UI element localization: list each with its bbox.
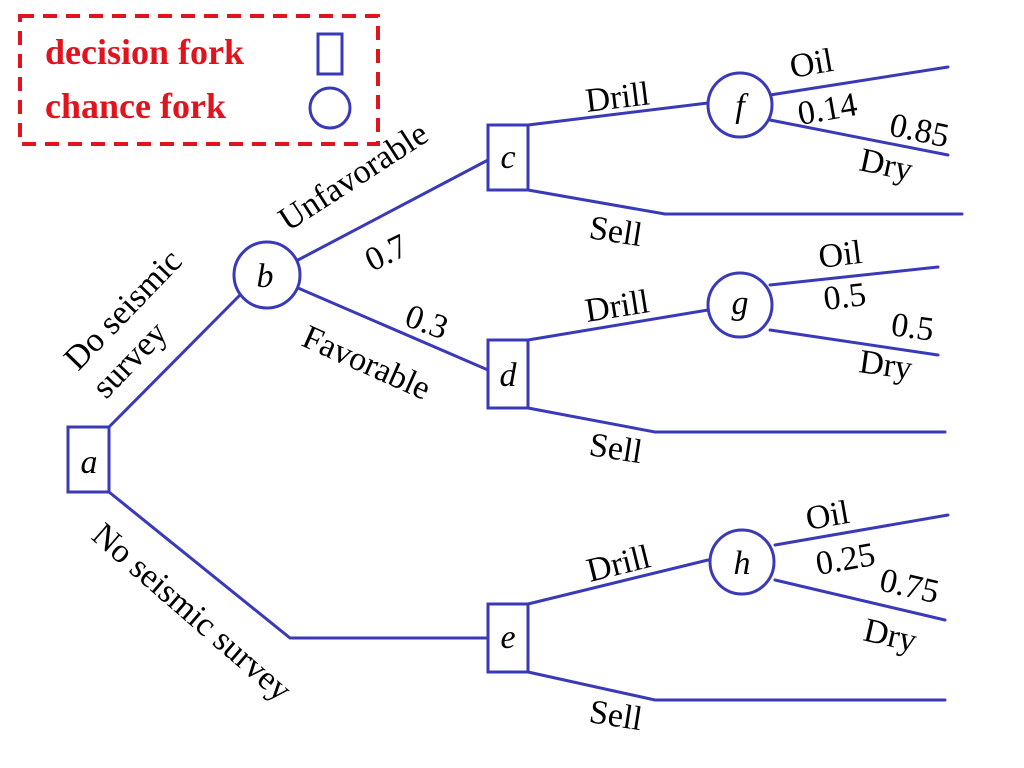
node-label-c: c (500, 139, 515, 176)
legend: decision fork chance fork (18, 14, 380, 146)
legend-decision-square-icon (316, 32, 344, 76)
edge-e-sell-a (526, 670, 657, 702)
node-label-a: a (81, 444, 98, 481)
edge-b-d (296, 286, 490, 372)
label-h-p-dry: 0.75 (876, 562, 942, 611)
label-c-drill: Drill (583, 75, 651, 120)
edge-b-c (296, 158, 490, 262)
edge-c-sell-a (526, 188, 667, 216)
label-e-sell: Sell (587, 693, 645, 738)
decision-node-c (486, 123, 530, 192)
label-h-p-oil: 0.25 (813, 536, 878, 583)
label-d-sell: Sell (587, 426, 645, 471)
edge-d-g (526, 308, 710, 342)
label-h-oil: Oil (803, 494, 852, 538)
chance-node-b (232, 240, 302, 310)
edge-c-f (526, 101, 710, 127)
label-d-drill: Drill (582, 283, 651, 330)
node-label-h: h (734, 545, 751, 582)
edge-e-h (526, 558, 710, 606)
legend-border (18, 14, 380, 146)
chance-node-f (706, 71, 774, 139)
label-p-favorable: 0.3 (400, 298, 453, 347)
legend-chance-circle-icon (308, 86, 352, 130)
edge-h-oil (773, 513, 950, 547)
node-label-d: d (500, 357, 518, 394)
label-g-dry: Dry (857, 343, 915, 387)
label-unfavorable: Unfavorable (272, 115, 435, 239)
label-h-dry: Dry (860, 612, 920, 660)
label-c-sell: Sell (587, 209, 645, 254)
decision-node-d (486, 338, 530, 410)
chance-node-h (708, 528, 776, 596)
decision-node-a (66, 425, 111, 494)
edge-g-oil (768, 265, 940, 287)
edge-a-b (107, 293, 242, 429)
legend-chance-label: chance fork (45, 86, 226, 126)
edge-a-e (107, 490, 490, 640)
edge-d-sell-a (526, 406, 657, 434)
label-no-seismic-survey: No seismic survey (85, 516, 299, 709)
label-f-dry: Dry (856, 142, 915, 189)
label-f-p-oil: 0.14 (795, 86, 860, 133)
decision-node-e (486, 602, 530, 674)
nodes: a b c d e f g h (66, 71, 776, 674)
edge-f-dry (768, 118, 950, 157)
label-e-drill: Drill (583, 538, 654, 589)
node-label-g: g (732, 285, 749, 322)
edge-g-dry (768, 328, 940, 357)
edge-h-dry (773, 578, 947, 622)
chance-node-g (706, 271, 774, 339)
edges (107, 65, 964, 702)
node-label-e: e (500, 619, 515, 656)
label-g-p-dry: 0.5 (889, 306, 936, 349)
label-f-oil: Oil (787, 42, 836, 86)
label-p-unfavorable: 0.7 (359, 227, 413, 279)
legend-decision-label: decision fork (45, 32, 244, 72)
label-g-oil: Oil (816, 234, 864, 276)
node-label-b: b (257, 258, 274, 295)
edge-f-oil (768, 65, 950, 97)
label-g-p-oil: 0.5 (821, 276, 868, 318)
